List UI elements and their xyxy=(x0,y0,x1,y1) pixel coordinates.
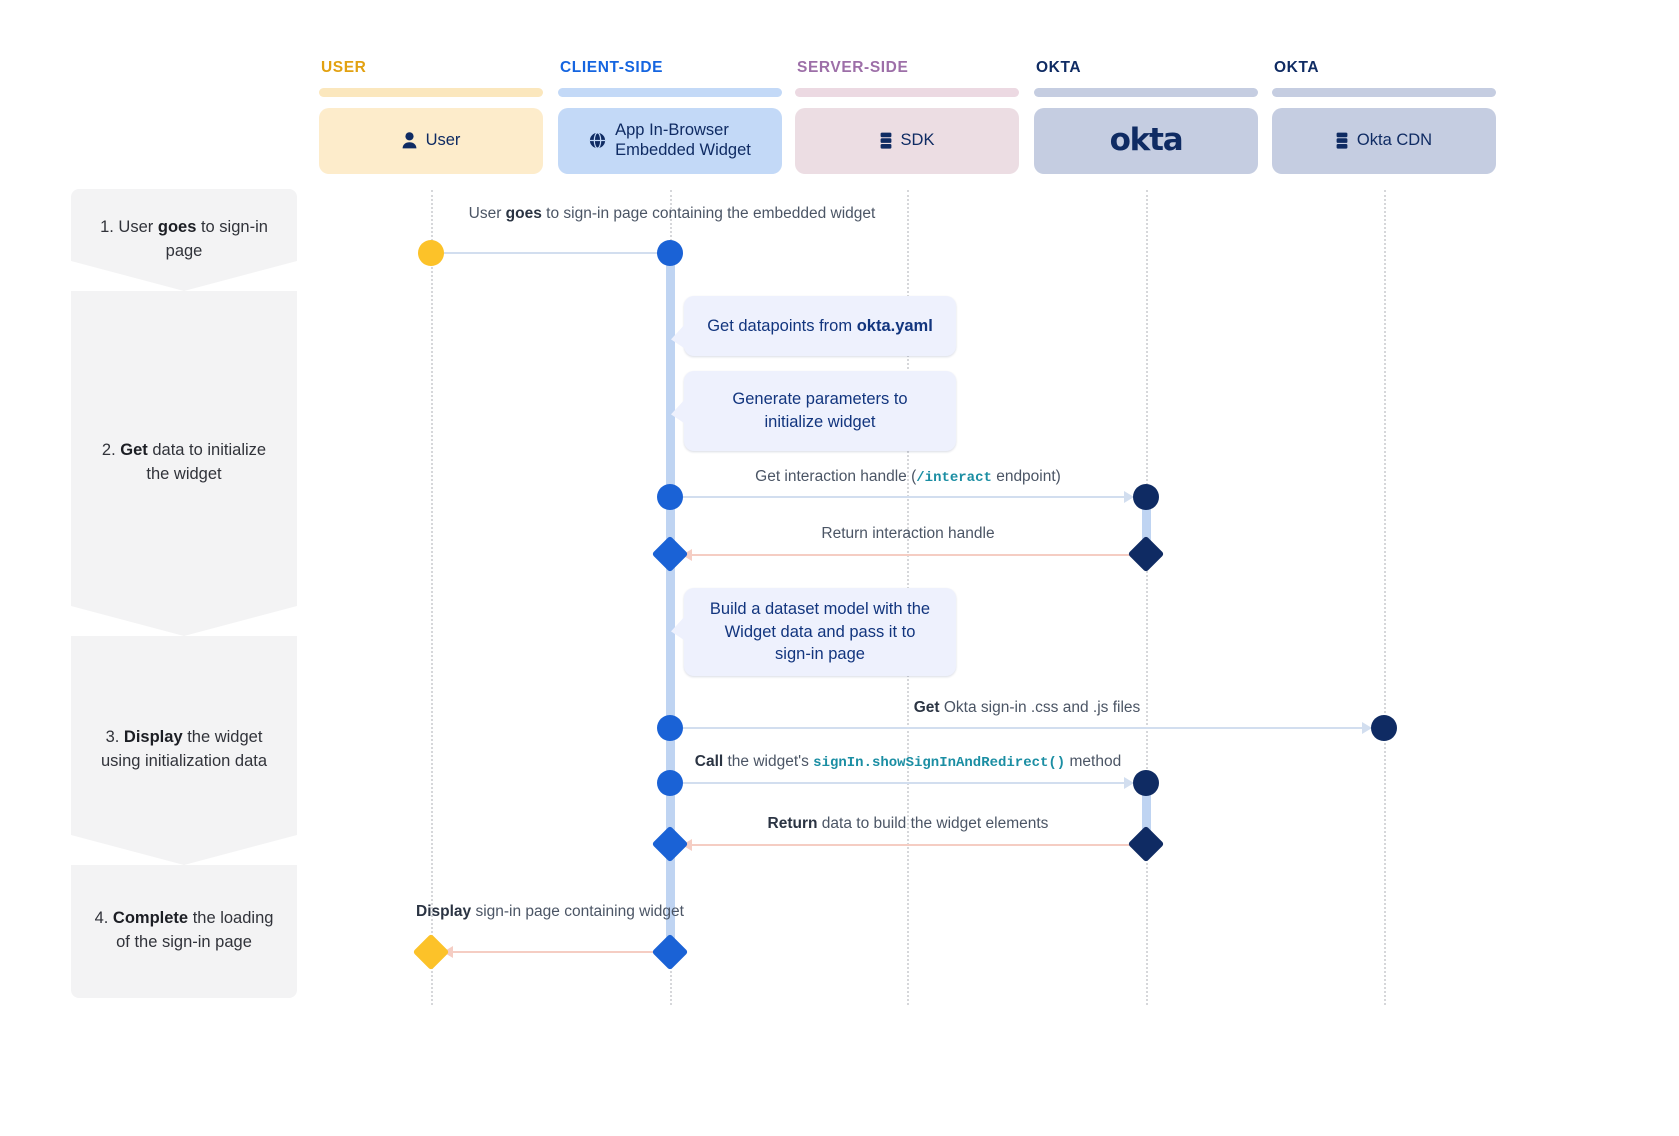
step-2: 2. Get data to initialize the widget xyxy=(71,290,297,636)
marker-okta-receive-1 xyxy=(1133,484,1159,510)
message-1-label: User goes to sign-in page containing the… xyxy=(468,205,876,222)
message-3-label: Return interaction handle xyxy=(821,525,995,542)
lane-label-client-side: App In-Browser Embedded Widget xyxy=(615,120,751,159)
lane-bar-user xyxy=(319,87,543,97)
message-6-label: Return data to build the widget elements xyxy=(767,815,1049,832)
lane-bar-okta xyxy=(1034,87,1258,97)
step-divider-chevron xyxy=(71,835,297,865)
activation-okta-1 xyxy=(1142,496,1151,554)
lane-label-user: User xyxy=(425,130,461,149)
marker-client-request-1 xyxy=(657,484,683,510)
lifeline-okta-cdn xyxy=(1384,190,1386,1005)
message-2-label: Get interaction handle (/interact endpoi… xyxy=(755,468,1061,486)
lifeline-okta xyxy=(1146,190,1148,1005)
arrowhead-right-icon xyxy=(1362,722,1372,734)
lane-bar-server-side xyxy=(795,87,1019,97)
lane-box-client-side[interactable]: App In-Browser Embedded Widget xyxy=(558,107,782,174)
arrow-line xyxy=(683,844,1133,846)
step-4-text: 4. Complete the loading of the sign-in p… xyxy=(94,909,274,951)
note-generate-parameters: Generate parameters to initialize widget xyxy=(671,371,956,451)
lane-server-side: SERVER-SIDE SDK xyxy=(795,60,1019,174)
marker-okta-receive-2 xyxy=(1133,770,1159,796)
message-5-arrow xyxy=(683,777,1134,789)
message-2-arrow xyxy=(683,491,1134,503)
step-3-text: 3. Display the widget using initializati… xyxy=(100,727,268,770)
message-1-arrow xyxy=(444,247,671,259)
marker-cdn-receive xyxy=(1371,715,1397,741)
step-4: 4. Complete the loading of the sign-in p… xyxy=(71,864,297,998)
lane-box-user[interactable]: User xyxy=(319,107,543,174)
lane-title-okta-cdn: OKTA xyxy=(1274,59,1320,76)
arrowhead-right-icon xyxy=(1124,777,1134,789)
marker-user-start xyxy=(418,240,444,266)
server-icon xyxy=(880,132,892,149)
message-3-arrow xyxy=(682,549,1133,561)
lane-label-server-side: SDK xyxy=(900,130,935,149)
activation-client-side xyxy=(666,252,675,957)
step-3: 3. Display the widget using initializati… xyxy=(71,635,297,865)
okta-wordmark-icon: okta xyxy=(1109,121,1184,158)
marker-client-request-3 xyxy=(657,770,683,796)
note-2-text: Generate parameters to initialize widget xyxy=(732,390,908,431)
step-1: 1. User goes to sign-in page xyxy=(71,189,297,291)
message-4-label: Get Okta sign-in .css and .js files xyxy=(913,699,1141,716)
lane-user: USER User xyxy=(319,60,543,174)
arrow-line xyxy=(444,951,670,953)
note-3-text: Build a dataset model with the Widget da… xyxy=(709,599,931,664)
person-icon xyxy=(402,132,417,149)
lane-label-okta-cdn: Okta CDN xyxy=(1356,130,1433,149)
message-5-label: Call the widget's signIn.showSignInAndRe… xyxy=(694,753,1122,771)
step-divider-chevron xyxy=(71,261,297,291)
arrow-line xyxy=(683,496,1133,498)
lane-title-user: USER xyxy=(321,59,367,76)
lane-client-side: CLIENT-SIDE App In-Browser Embedded Widg… xyxy=(558,60,782,174)
marker-client-end xyxy=(651,933,689,971)
lifeline-user xyxy=(431,190,433,1005)
message-4-arrow xyxy=(683,722,1372,734)
message-6-arrow xyxy=(682,839,1133,851)
lane-bar-client-side xyxy=(558,87,782,97)
message-7-label: Display sign-in page containing widget xyxy=(416,903,684,920)
step-1-text: 1. User goes to sign-in page xyxy=(100,217,268,260)
lane-title-okta: OKTA xyxy=(1036,59,1082,76)
note-build-dataset-model: Build a dataset model with the Widget da… xyxy=(671,588,956,676)
note-get-datapoints: Get datapoints from okta.yaml xyxy=(671,296,956,356)
lane-box-okta-cdn[interactable]: Okta CDN xyxy=(1272,107,1496,174)
lane-title-client-side: CLIENT-SIDE xyxy=(560,59,664,76)
lane-okta: OKTA okta xyxy=(1034,60,1258,174)
lane-title-server-side: SERVER-SIDE xyxy=(797,59,909,76)
arrow-line xyxy=(683,727,1371,729)
lane-box-server-side[interactable]: SDK xyxy=(795,107,1019,174)
steps-column: 1. User goes to sign-in page 2. Get data… xyxy=(71,189,297,998)
code-show-signin-method: signIn.showSignInAndRedirect() xyxy=(813,755,1066,771)
marker-client-request-2 xyxy=(657,715,683,741)
marker-user-end xyxy=(412,933,450,971)
server-icon xyxy=(1336,132,1348,149)
lane-okta-cdn: OKTA Okta CDN xyxy=(1272,60,1496,174)
activation-okta-2 xyxy=(1142,782,1151,844)
code-interact-endpoint: /interact xyxy=(916,470,992,486)
arrowhead-right-icon xyxy=(1124,491,1134,503)
arrow-line xyxy=(444,252,670,254)
marker-client-start xyxy=(657,240,683,266)
lane-bar-okta-cdn xyxy=(1272,87,1496,97)
arrow-line xyxy=(683,554,1133,556)
step-2-text: 2. Get data to initialize the widget xyxy=(101,440,267,483)
arrow-line xyxy=(683,782,1133,784)
globe-icon xyxy=(589,132,606,149)
lane-box-okta[interactable]: okta xyxy=(1034,107,1258,174)
step-divider-chevron xyxy=(71,606,297,636)
note-1-text: Get datapoints from okta.yaml xyxy=(707,316,933,335)
message-7-arrow xyxy=(443,946,670,958)
